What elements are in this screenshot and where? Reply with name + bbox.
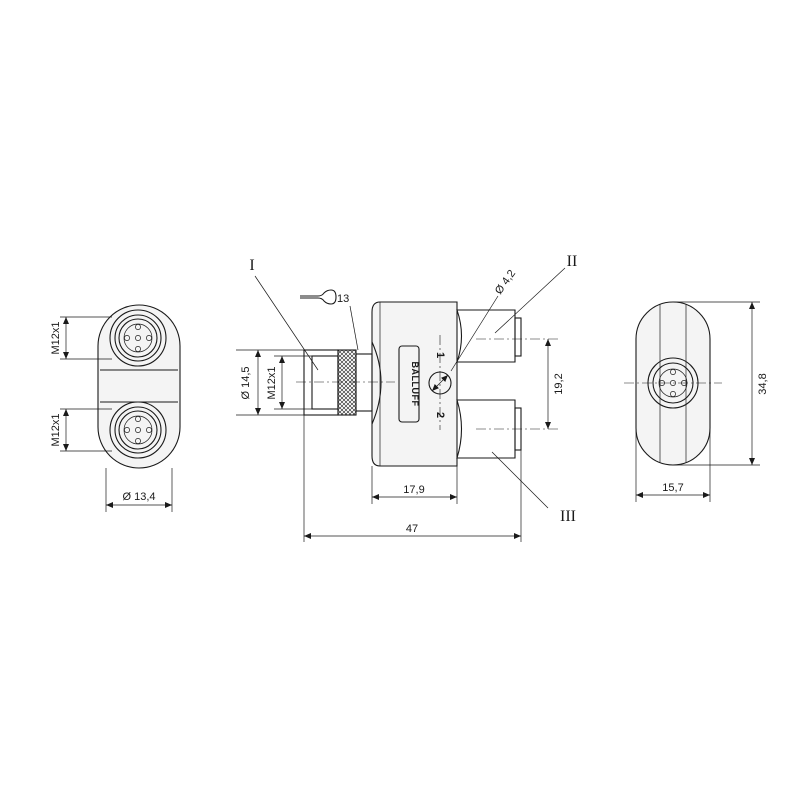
pitch-dimension-label: 19,2: [553, 373, 565, 394]
height-dimension-label: 34,8: [757, 373, 769, 394]
wrench-size-label: 13: [337, 293, 349, 305]
right-view-body: [635, 301, 711, 466]
callout-ii: II: [567, 253, 578, 270]
nut-diameter-label: Ø 14,5: [240, 366, 252, 399]
body-dimension-label: 17,9: [403, 484, 424, 496]
left-end-view: [60, 304, 181, 512]
knurled-nut: [337, 349, 357, 416]
width-dimension-label: 15,7: [662, 482, 683, 494]
left-thread-top-label: M12x1: [50, 321, 62, 354]
left-view-socket-top: [109, 309, 167, 367]
leader-i: [254, 275, 319, 371]
leader-iii: [491, 451, 549, 509]
callout-i: I: [249, 257, 254, 274]
port-1-label: 1: [434, 352, 446, 358]
left-thread-bottom-label: M12x1: [50, 413, 62, 446]
right-end-view: [624, 301, 760, 502]
brand-badge: [398, 345, 420, 423]
brand-label: BALLUFF: [410, 362, 420, 407]
hole-diameter-label: Ø 4,2: [493, 268, 518, 297]
port-ii: [456, 309, 522, 363]
front-thread-label: M12x1: [266, 366, 278, 399]
left-diameter-label: Ø 13,4: [122, 491, 155, 503]
port-2-label: 2: [434, 412, 446, 418]
coupling-sleeve: [303, 349, 339, 416]
wrench-icon: [300, 289, 337, 305]
callout-iii: III: [560, 508, 576, 525]
front-view: [236, 267, 566, 542]
left-view-socket-bottom: [109, 401, 167, 459]
total-length-label: 47: [406, 523, 418, 535]
leader-ii: [494, 267, 566, 334]
